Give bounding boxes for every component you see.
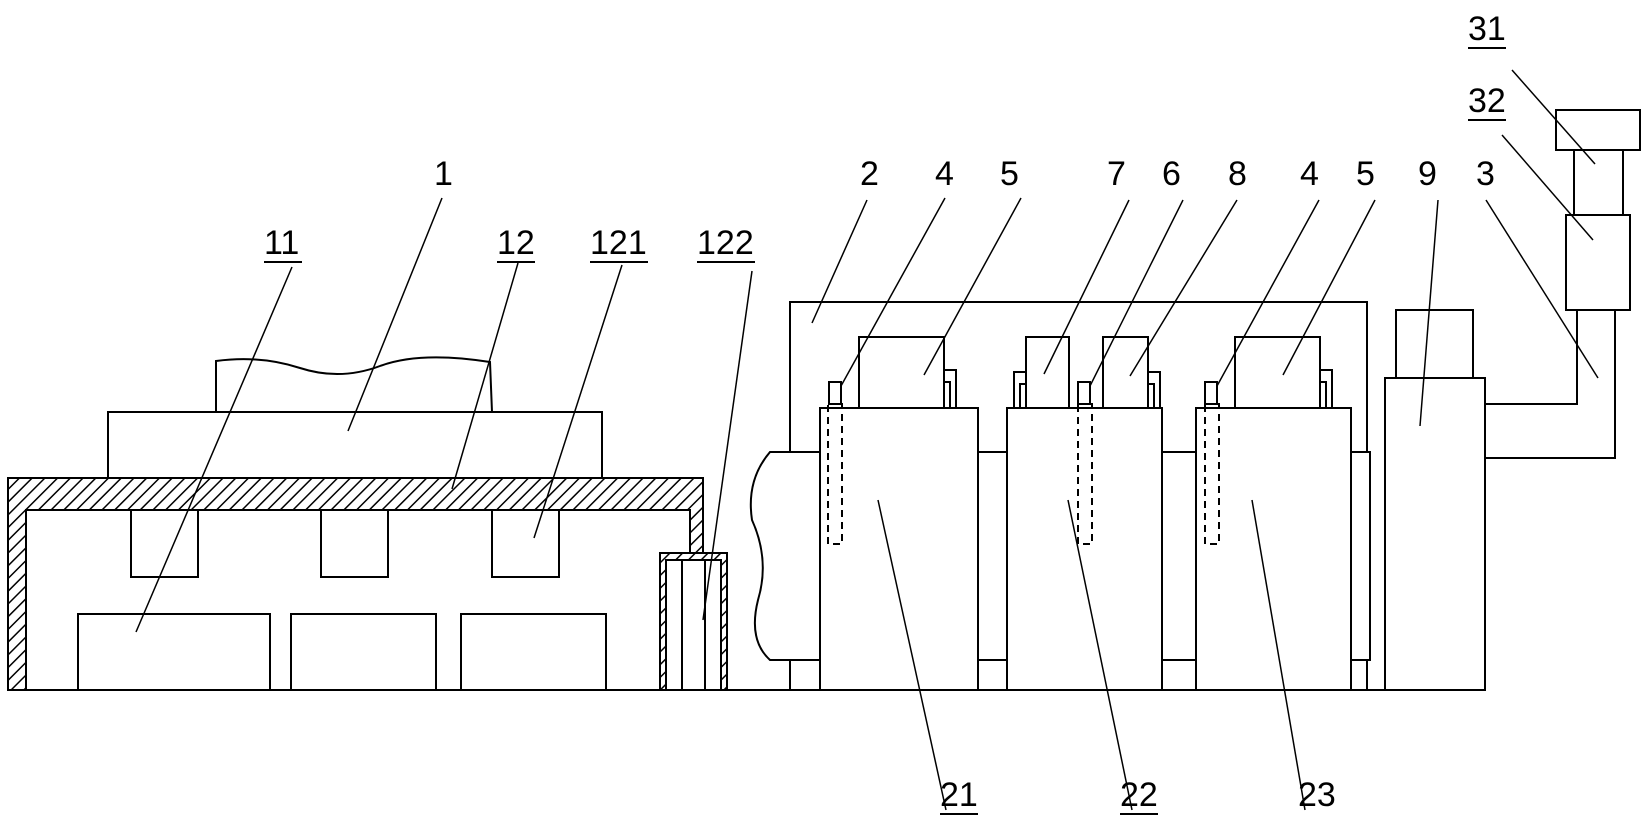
unit-32 bbox=[1565, 214, 1631, 311]
label-9: 9 bbox=[1418, 155, 1437, 193]
label-4b: 4 bbox=[1300, 155, 1319, 193]
label-22: 22 bbox=[1120, 776, 1158, 814]
top-unit-5b bbox=[1234, 336, 1333, 409]
hanging-blocks-121 bbox=[130, 509, 560, 578]
label-121: 121 bbox=[590, 224, 647, 262]
label-4a: 4 bbox=[935, 155, 954, 193]
unit-1 bbox=[107, 356, 603, 479]
label-6: 6 bbox=[1162, 155, 1181, 193]
label-12: 12 bbox=[497, 224, 535, 262]
label-1: 1 bbox=[434, 155, 453, 193]
label-5b: 5 bbox=[1356, 155, 1375, 193]
label-31: 31 bbox=[1468, 10, 1506, 48]
base-boxes-11 bbox=[77, 613, 607, 691]
label-11: 11 bbox=[264, 224, 299, 262]
label-2: 2 bbox=[860, 155, 879, 193]
label-122: 122 bbox=[697, 224, 754, 262]
label-underlines bbox=[264, 47, 1506, 815]
probe-heads bbox=[828, 381, 1218, 405]
label-21: 21 bbox=[940, 776, 978, 814]
pipe-122 bbox=[659, 552, 728, 691]
label-3: 3 bbox=[1476, 155, 1495, 193]
tank-21 bbox=[819, 407, 979, 691]
leader-lines bbox=[135, 69, 1599, 811]
label-23: 23 bbox=[1298, 776, 1336, 814]
top-unit-8 bbox=[1102, 336, 1161, 409]
duct-3 bbox=[1485, 310, 1616, 459]
tank-23 bbox=[1195, 407, 1352, 691]
label-7: 7 bbox=[1107, 155, 1126, 193]
unit-31 bbox=[1555, 109, 1641, 216]
label-5a: 5 bbox=[1000, 155, 1019, 193]
top-unit-5a bbox=[858, 336, 957, 409]
tank-22 bbox=[1006, 407, 1163, 691]
label-8: 8 bbox=[1228, 155, 1247, 193]
label-32: 32 bbox=[1468, 82, 1506, 120]
unit-9 bbox=[1384, 309, 1486, 691]
labels: 1 11 12 121 122 2 4 5 7 6 8 4 5 9 3 31 3… bbox=[264, 10, 1506, 814]
top-unit-7 bbox=[1013, 336, 1070, 409]
